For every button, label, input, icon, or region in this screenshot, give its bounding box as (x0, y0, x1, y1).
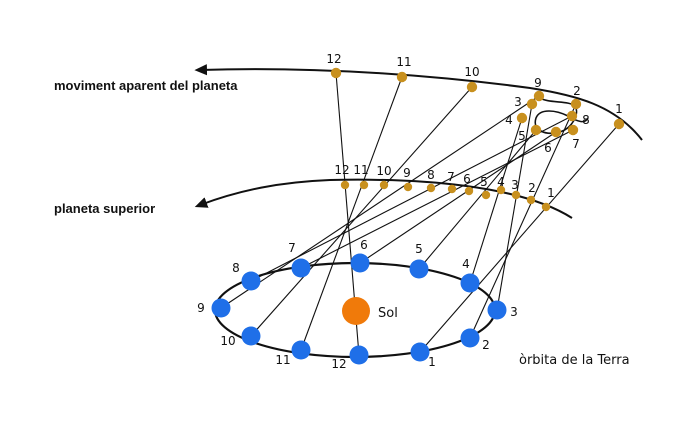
apparent-label-2: 2 (573, 84, 581, 98)
planet-dot-9 (403, 182, 413, 192)
earth-label-4: 4 (462, 257, 470, 271)
earth-label-8: 8 (232, 261, 240, 275)
earth-label-1: 1 (428, 355, 436, 369)
apparent-dot-6 (550, 126, 562, 138)
apparent-dot-3 (526, 98, 538, 110)
earth-dot-5 (409, 259, 429, 279)
apparent-dot-8 (566, 110, 578, 122)
apparent-dot-9 (533, 90, 545, 102)
apparent-dot-1 (613, 118, 625, 130)
apparent-label-1: 1 (615, 102, 623, 116)
sight-line-10 (250, 86, 473, 337)
apparent-label-5: 5 (518, 129, 526, 143)
planet-label-9: 9 (403, 166, 411, 180)
apparent-label-6: 6 (544, 141, 552, 155)
planet-label-5: 5 (480, 175, 488, 189)
sight-line-4 (469, 117, 523, 284)
planet-label-1: 1 (547, 186, 555, 200)
sight-line-1 (419, 123, 620, 353)
earth-dot-4 (460, 273, 480, 293)
planet-label-2: 2 (528, 181, 536, 195)
sight-lines (220, 72, 620, 356)
apparent-dot-11 (396, 71, 408, 83)
apparent-label-12: 12 (326, 52, 341, 66)
earth-label-7: 7 (288, 241, 296, 255)
apparent-label-7: 7 (572, 137, 580, 151)
sun (342, 297, 370, 325)
planet-dot-3 (511, 190, 521, 200)
sight-line-5 (418, 129, 537, 270)
planet-dot-12 (340, 180, 350, 190)
sight-line-3 (496, 103, 533, 311)
apparent-label-8: 8 (582, 113, 590, 127)
earth-dot-7 (291, 258, 311, 278)
planet-label-7: 7 (447, 170, 455, 184)
apparent-dot-5 (530, 124, 542, 136)
superior-planet-caption: planeta superior (54, 201, 155, 216)
planet-label-6: 6 (463, 172, 471, 186)
earth-dot-6 (350, 253, 370, 273)
sun-label: Sol (378, 306, 398, 321)
earth-label-12: 12 (331, 357, 346, 371)
apparent-dot-7 (567, 124, 579, 136)
sight-line-6 (359, 131, 557, 264)
apparent-motion-caption: moviment aparent del planeta (54, 78, 238, 93)
earth-orbit-caption: òrbita de la Terra (519, 353, 630, 368)
apparent-label-10: 10 (464, 65, 479, 79)
planet-dot-10 (379, 180, 389, 190)
apparent-dot-12 (330, 67, 342, 79)
sight-line-9 (220, 95, 540, 309)
earth-label-3: 3 (510, 305, 518, 319)
superior-planet-orbit (194, 178, 573, 219)
apparent-dot-4 (516, 112, 528, 124)
earth-dot-12 (349, 345, 369, 365)
apparent-dot-2 (570, 98, 582, 110)
planet-label-11: 11 (353, 163, 368, 177)
earth-label-9: 9 (197, 301, 205, 315)
earth-label-6: 6 (360, 238, 368, 252)
apparent-motion-curve (194, 64, 643, 141)
earth-dot-11 (291, 340, 311, 360)
earth-dot-3 (487, 300, 507, 320)
earth-dot-10 (241, 326, 261, 346)
earth-dot-2 (460, 328, 480, 348)
earth-label-2: 2 (482, 338, 490, 352)
planet-label-8: 8 (427, 168, 435, 182)
apparent-dot-10 (466, 81, 478, 93)
earth-dot-1 (410, 342, 430, 362)
earth-label-5: 5 (415, 242, 423, 256)
earth-label-10: 10 (220, 334, 235, 348)
planet-label-3: 3 (511, 178, 519, 192)
planet-dot-1 (541, 202, 551, 212)
planet-dot-2 (526, 195, 536, 205)
planet-label-10: 10 (376, 164, 391, 178)
sight-line-2 (469, 103, 577, 339)
apparent-label-4: 4 (505, 113, 513, 127)
apparent-label-3: 3 (514, 95, 522, 109)
planet-dot-8 (426, 183, 436, 193)
apparent-label-11: 11 (396, 55, 411, 69)
earth-dot-8 (241, 271, 261, 291)
sight-line-11 (300, 76, 403, 351)
planet-dot-6 (464, 186, 474, 196)
apparent-label-9: 9 (534, 76, 542, 90)
sight-line-8 (250, 115, 573, 282)
planet-label-12: 12 (334, 163, 349, 177)
earth-label-11: 11 (275, 353, 290, 367)
planet-dot-4 (496, 185, 506, 195)
planet-label-4: 4 (497, 175, 505, 189)
sight-line-7 (300, 129, 574, 269)
planet-dot-5 (481, 190, 491, 200)
earth-dot-9 (211, 298, 231, 318)
planet-dot-11 (359, 180, 369, 190)
planet-dot-7 (447, 184, 457, 194)
